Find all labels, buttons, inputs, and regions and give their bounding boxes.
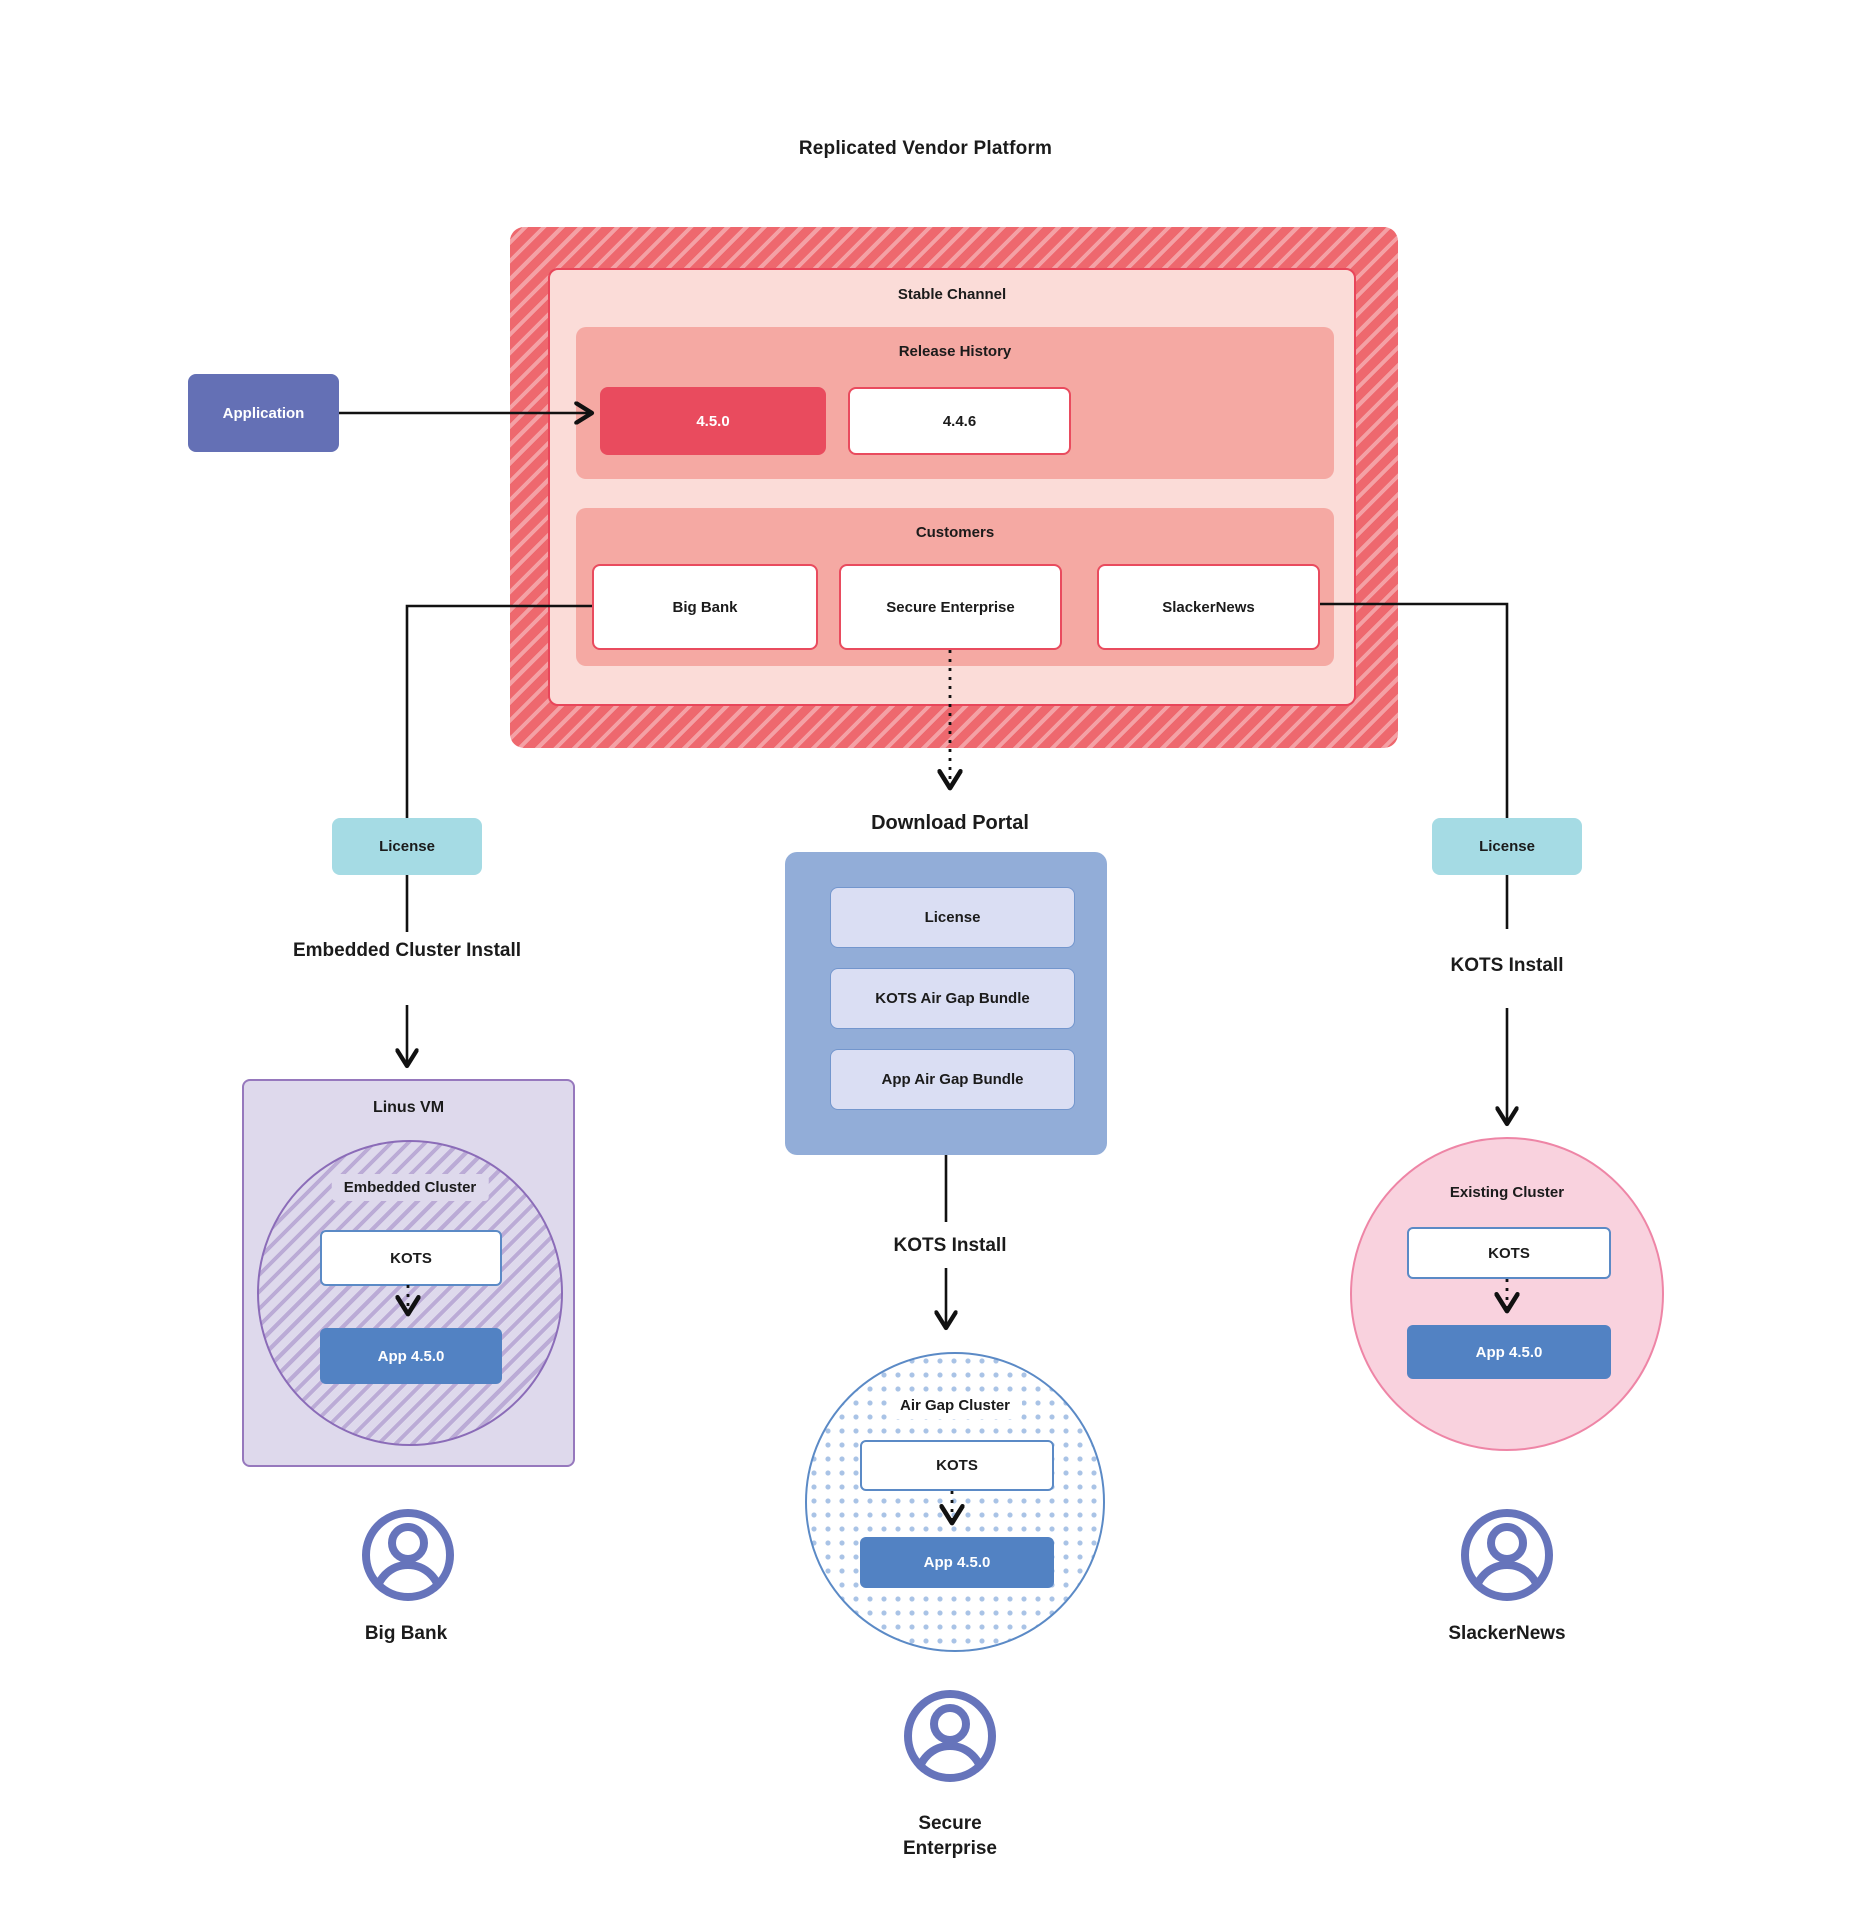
user-icon — [362, 1509, 454, 1601]
left-license-box: License — [332, 818, 482, 875]
user-icon — [904, 1690, 996, 1782]
linus-vm-label: Linus VM — [372, 1099, 445, 1116]
center-app-box: App 4.5.0 — [860, 1537, 1054, 1588]
right-install-label: KOTS Install — [1450, 955, 1564, 976]
portal-item-kots-airgap-bundle: KOTS Air Gap Bundle — [830, 968, 1075, 1029]
user-icon — [1461, 1509, 1553, 1601]
release-history-box: Release History 4.5.0 4.4.6 — [576, 327, 1334, 479]
center-persona-label: Secure Enterprise — [903, 1813, 997, 1859]
download-portal-box: License KOTS Air Gap Bundle App Air Gap … — [785, 852, 1107, 1155]
center-install-label: KOTS Install — [893, 1235, 1007, 1256]
diagram-title: Replicated Vendor Platform — [798, 138, 1053, 159]
stable-channel-box: Stable Channel Release History 4.5.0 4.4… — [548, 268, 1356, 706]
right-kots-box: KOTS — [1407, 1227, 1611, 1279]
customer-secure-enterprise: Secure Enterprise — [839, 564, 1062, 650]
left-persona-label: Big Bank — [364, 1623, 448, 1644]
release-version-previous: 4.4.6 — [848, 387, 1071, 455]
left-kots-box: KOTS — [320, 1230, 502, 1286]
existing-cluster-circle: Existing Cluster KOTS App 4.5.0 — [1350, 1137, 1664, 1451]
existing-cluster-label: Existing Cluster — [1449, 1184, 1565, 1201]
vendor-platform-box: Stable Channel Release History 4.5.0 4.4… — [510, 227, 1398, 748]
portal-item-license: License — [830, 887, 1075, 948]
right-persona-label: SlackerNews — [1448, 1623, 1566, 1644]
right-license-box: License — [1432, 818, 1582, 875]
embedded-cluster-circle: Embedded Cluster KOTS App 4.5.0 — [257, 1140, 563, 1446]
right-app-box: App 4.5.0 — [1407, 1325, 1611, 1379]
customer-slackernews: SlackerNews — [1097, 564, 1320, 650]
air-gap-cluster-circle: Air Gap Cluster KOTS App 4.5.0 — [805, 1352, 1105, 1652]
embedded-cluster-label: Embedded Cluster — [331, 1174, 489, 1201]
center-kots-box: KOTS — [860, 1440, 1054, 1491]
release-version-current: 4.5.0 — [600, 387, 826, 455]
download-portal-title: Download Portal — [871, 812, 1029, 834]
air-gap-cluster-label: Air Gap Cluster — [887, 1392, 1023, 1419]
linus-vm-box: Linus VM Embedded Cluster KOTS App 4.5.0 — [242, 1079, 575, 1467]
left-install-label: Embedded Cluster Install — [292, 940, 522, 961]
customer-big-bank: Big Bank — [592, 564, 818, 650]
stable-channel-label: Stable Channel — [897, 286, 1007, 303]
release-history-label: Release History — [898, 343, 1012, 360]
customers-box: Customers Big Bank Secure Enterprise Sla… — [576, 508, 1334, 666]
left-app-box: App 4.5.0 — [320, 1328, 502, 1384]
customers-label: Customers — [915, 524, 995, 541]
portal-item-app-airgap-bundle: App Air Gap Bundle — [830, 1049, 1075, 1110]
application-box: Application — [188, 374, 339, 452]
